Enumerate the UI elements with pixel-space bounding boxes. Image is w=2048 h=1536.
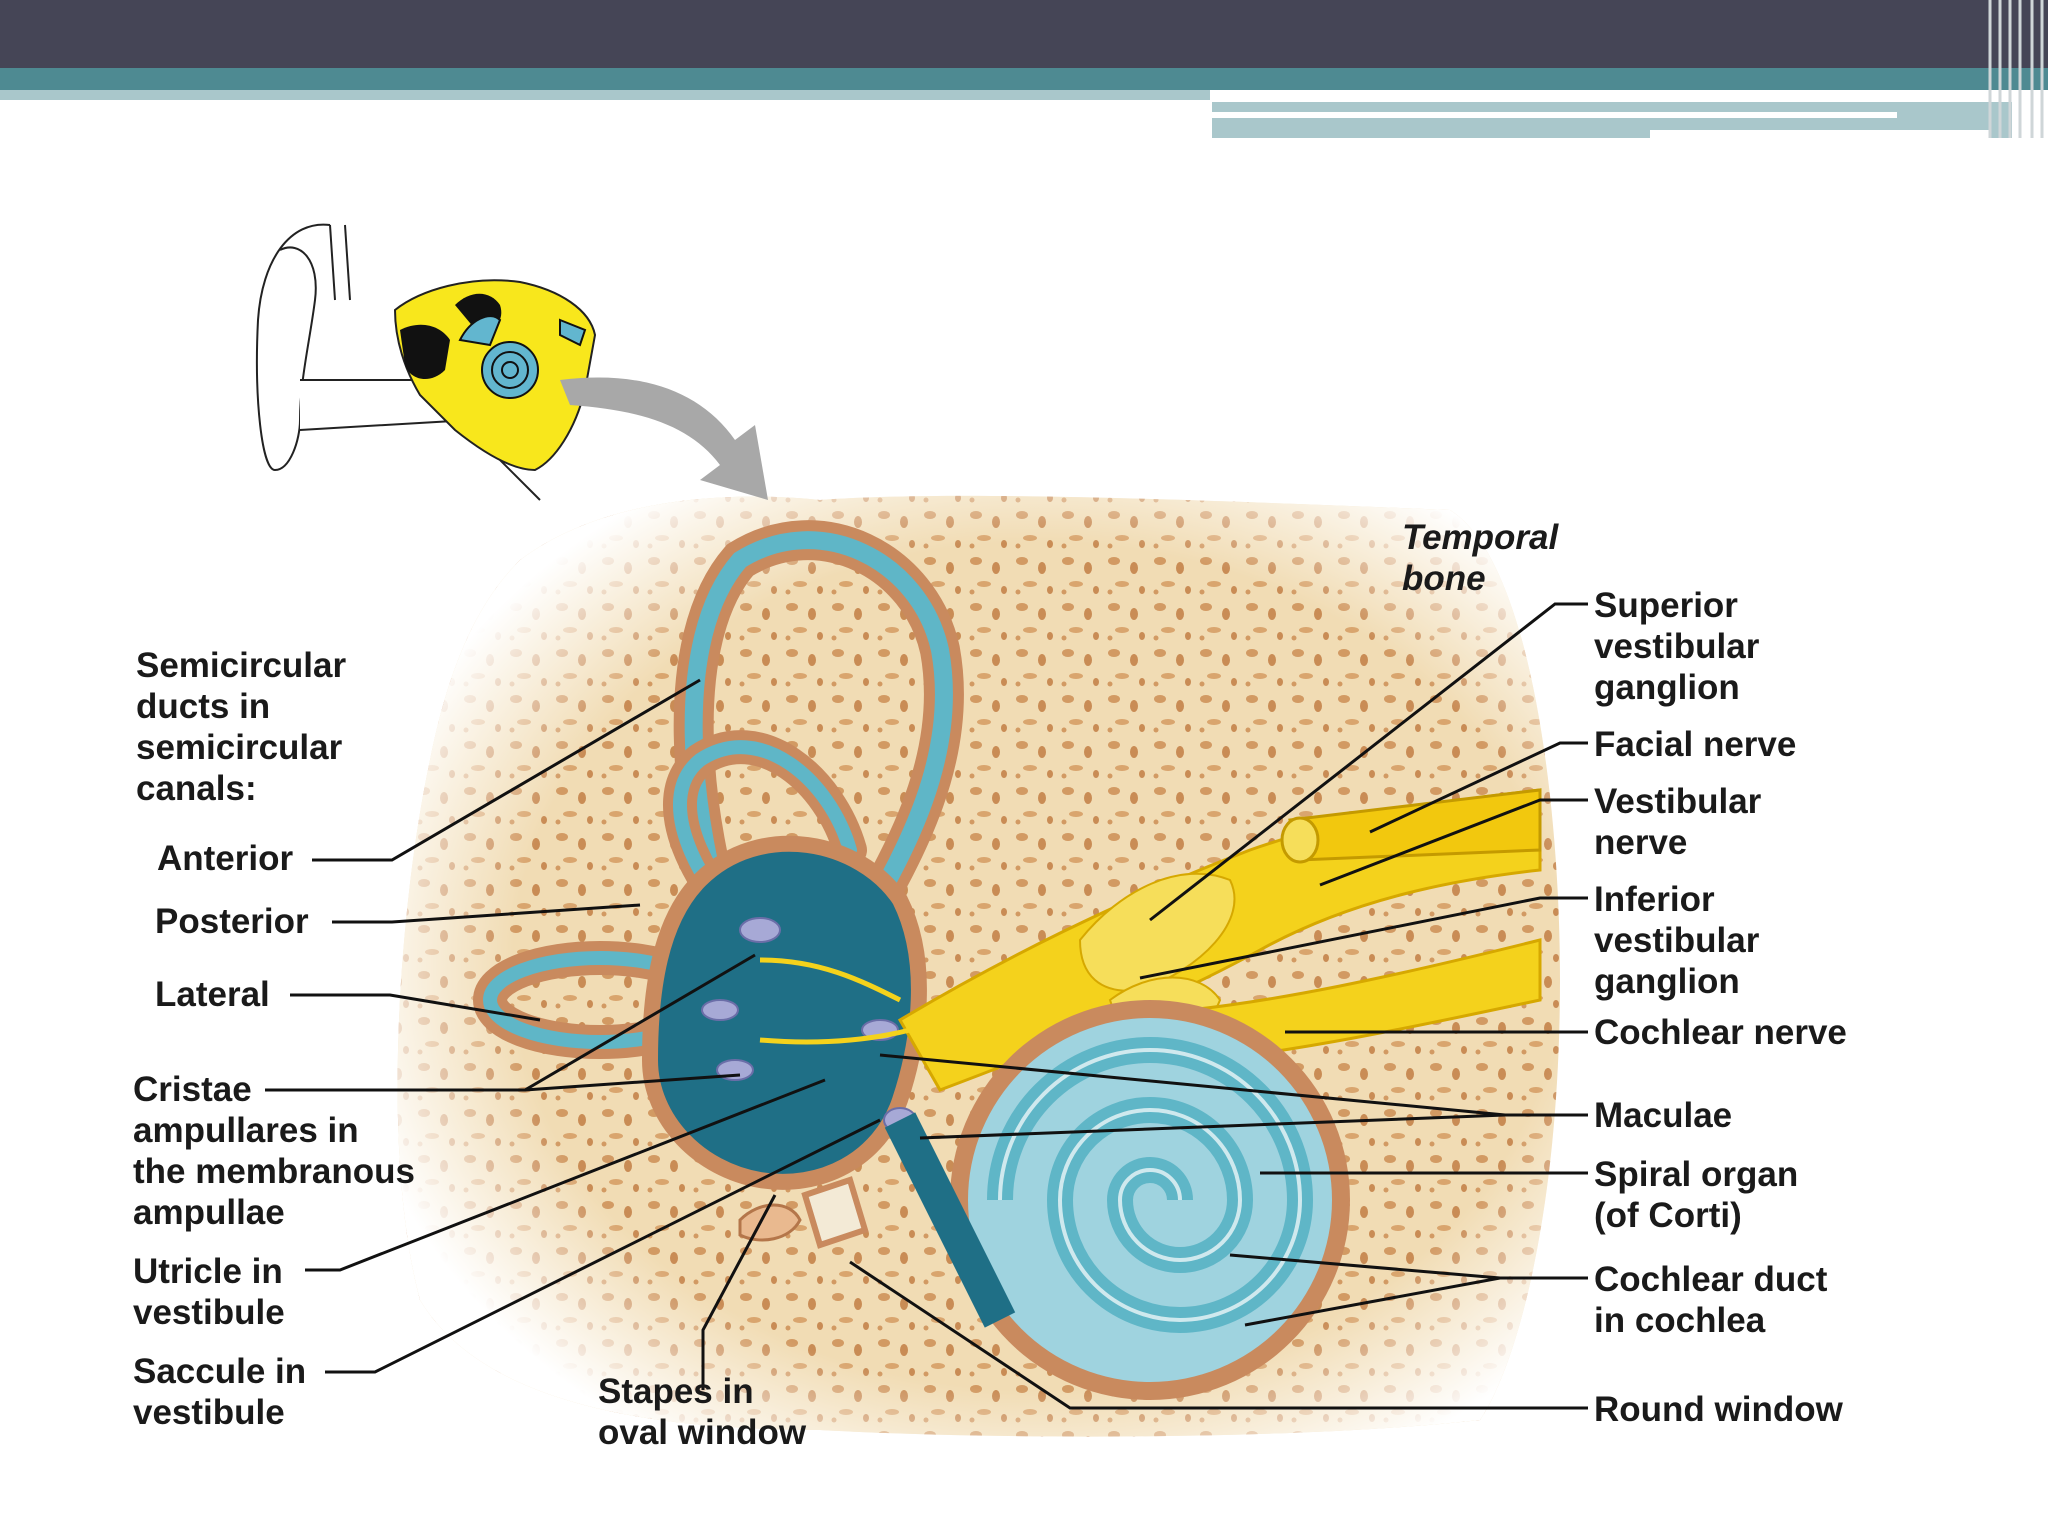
label-maculae: Maculae [1594, 1096, 1732, 1135]
label-lateral: Lateral [155, 975, 270, 1014]
label-posterior: Posterior [155, 902, 309, 941]
label-inferior-vestibular-ganglion: Inferior vestibular ganglion [1594, 880, 1769, 1001]
label-superior-vestibular-ganglion: Superior vestibular ganglion [1594, 586, 1769, 707]
label-utricle: Utricle in vestibule [133, 1252, 293, 1332]
label-temporal-bone: Temporal bone [1402, 518, 1568, 598]
leader-lines [265, 602, 1588, 1410]
vestibule [641, 835, 927, 1190]
label-spiral-organ: Spiral organ (of Corti) [1594, 1155, 1808, 1235]
zoom-arrow [560, 377, 768, 500]
header-dark-bar [0, 0, 2048, 68]
label-cristae-ampullares: Cristae ampullares in the membranous amp… [133, 1070, 425, 1232]
slide-header [0, 0, 2048, 140]
label-semicircular-ducts: Semicircular ducts in semicircular canal… [136, 646, 356, 808]
labels: Temporal bone Semicircular ducts in semi… [133, 518, 1847, 1452]
header-teal-bar [0, 68, 2048, 90]
label-anterior: Anterior [157, 839, 294, 878]
label-cochlear-duct: Cochlear duct in cochlea [1594, 1260, 1837, 1340]
ear-orientation-sketch [255, 223, 597, 501]
header-light-strip-left [0, 90, 1210, 100]
nerve-bundle [759, 788, 1542, 1092]
cochlea [884, 1000, 1350, 1400]
label-facial-nerve: Facial nerve [1594, 725, 1796, 764]
header-vertical-lines [1988, 0, 2044, 138]
label-saccule: Saccule in vestibule [133, 1352, 316, 1432]
label-stapes: Stapes in oval window [598, 1372, 807, 1452]
label-vestibular-nerve: Vestibular nerve [1594, 782, 1771, 862]
label-round-window: Round window [1594, 1390, 1844, 1429]
label-cochlear-nerve: Cochlear nerve [1594, 1013, 1847, 1052]
